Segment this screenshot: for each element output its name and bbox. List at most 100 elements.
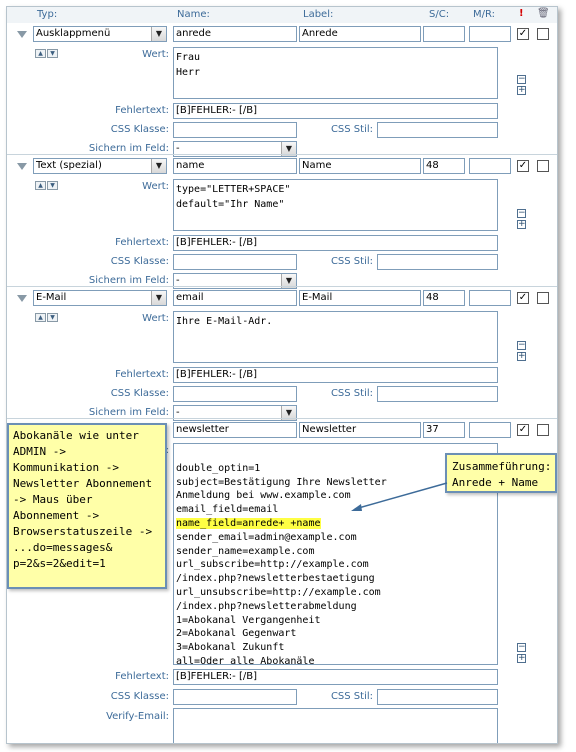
wert-line: Anmeldung bei www.example.com: [176, 490, 351, 502]
plus-icon[interactable]: +: [517, 351, 526, 361]
minus-icon[interactable]: −: [517, 208, 526, 218]
wert-textarea[interactable]: double_optin=1 subject=Bestätigung Ihre …: [173, 443, 498, 665]
css-stil-input[interactable]: [377, 386, 498, 402]
fehlertext-input[interactable]: [B]FEHLER:- [/B]: [173, 103, 498, 119]
wert-line: 3=Abokanal Zukunft: [176, 642, 285, 654]
wert-textarea[interactable]: Frau Herr: [173, 47, 498, 99]
css-stil-input[interactable]: [377, 689, 498, 705]
wert-label: Wert:: [142, 49, 169, 60]
trash-icon: 🗑: [537, 8, 550, 19]
wert-line: url_unsubscribe=http://example.com: [176, 586, 381, 598]
wert-line: subject=Bestätigung Ihre Newsletter: [176, 476, 387, 488]
name-input[interactable]: email: [173, 290, 297, 306]
divider: [7, 154, 557, 155]
sichern-select[interactable]: - ▼: [173, 141, 297, 157]
plus-icon[interactable]: +: [517, 653, 526, 663]
css-stil-label: CSS Stil:: [330, 256, 373, 267]
wert-textarea[interactable]: type="LETTER+SPACE" default="Ihr Name": [173, 179, 498, 231]
sc-input[interactable]: [423, 26, 465, 42]
wert-line: url_subscribe=http://example.com: [176, 559, 369, 571]
mr-input[interactable]: [469, 26, 511, 42]
css-klasse-label: CSS Klasse:: [110, 388, 169, 399]
verify-email-textarea[interactable]: [173, 708, 498, 743]
name-input[interactable]: anrede: [173, 26, 297, 42]
label-input[interactable]: Name: [299, 158, 421, 174]
fehlertext-input[interactable]: [B]FEHLER:- [/B]: [173, 235, 498, 251]
css-klasse-label: CSS Klasse:: [110, 691, 169, 702]
move-up-icon[interactable]: ▲: [35, 49, 46, 58]
minus-icon[interactable]: −: [517, 74, 526, 84]
sc-input[interactable]: 37: [423, 422, 465, 438]
fehlertext-input[interactable]: [B]FEHLER:- [/B]: [173, 367, 498, 383]
collapse-icon[interactable]: [17, 31, 27, 38]
fehlertext-input[interactable]: [B]FEHLER:- [/B]: [173, 669, 498, 685]
label-input[interactable]: Newsletter: [299, 422, 421, 438]
move-up-icon[interactable]: ▲: [35, 181, 46, 190]
mr-input[interactable]: [469, 422, 511, 438]
mr-input[interactable]: [469, 290, 511, 306]
delete-checkbox[interactable]: [537, 160, 549, 172]
sichern-select[interactable]: - ▼: [173, 273, 297, 289]
sichern-label: Sichern im Feld:: [88, 407, 169, 418]
sichern-select[interactable]: - ▼: [173, 405, 297, 421]
required-checkbox[interactable]: ✓: [517, 292, 529, 304]
collapse-icon[interactable]: [17, 295, 27, 302]
sichern-select-value: -: [176, 143, 180, 154]
fehlertext-label: Fehlertext:: [115, 105, 169, 116]
wert-label: Wert:: [142, 313, 169, 324]
css-stil-label: CSS Stil:: [330, 691, 373, 702]
css-klasse-input[interactable]: [173, 689, 297, 705]
move-down-icon[interactable]: ▼: [47, 181, 58, 190]
wert-line: /index.php?newsletterabmeldung: [176, 600, 357, 612]
move-down-icon[interactable]: ▼: [47, 313, 58, 322]
delete-checkbox[interactable]: [537, 28, 549, 40]
wert-textarea[interactable]: Ihre E-Mail-Adr.: [173, 311, 498, 363]
move-up-icon[interactable]: ▲: [35, 313, 46, 322]
divider: [7, 418, 557, 419]
wert-line: 1=Abokanal Vergangenheit: [176, 614, 321, 626]
delete-checkbox[interactable]: [537, 424, 549, 436]
type-select-value: E-Mail: [36, 292, 67, 303]
required-checkbox[interactable]: ✓: [517, 160, 529, 172]
wert-label: Wert:: [142, 181, 169, 192]
wert-line: sender_email=admin@example.com: [176, 531, 357, 543]
required-checkbox[interactable]: ✓: [517, 424, 529, 436]
minus-icon[interactable]: −: [517, 340, 526, 350]
required-checkbox[interactable]: ✓: [517, 28, 529, 40]
name-input[interactable]: newsletter: [173, 422, 297, 438]
css-stil-input[interactable]: [377, 254, 498, 270]
sichern-label: Sichern im Feld:: [88, 143, 169, 154]
delete-checkbox[interactable]: [537, 292, 549, 304]
sichern-label: Sichern im Feld:: [88, 275, 169, 286]
chevron-down-icon: ▼: [281, 142, 296, 156]
label-input[interactable]: Anrede: [299, 26, 421, 42]
label-input[interactable]: E-Mail: [299, 290, 421, 306]
css-klasse-input[interactable]: [173, 254, 297, 270]
css-klasse-input[interactable]: [173, 386, 297, 402]
wert-line: /index.php?newsletterbestaetigung: [176, 573, 375, 585]
sc-input[interactable]: 48: [423, 158, 465, 174]
type-select[interactable]: E-Mail ▼: [33, 290, 167, 306]
css-stil-label: CSS Stil:: [330, 124, 373, 135]
type-select[interactable]: Text (spezial) ▼: [33, 158, 167, 174]
wert-line: sender_name=example.com: [176, 545, 315, 557]
minus-icon[interactable]: −: [517, 642, 526, 652]
annotation-callout-right: Zusammeführung: Anrede + Name: [445, 453, 557, 493]
plus-icon[interactable]: +: [517, 219, 526, 229]
wert-line: email_field=email: [176, 504, 279, 516]
type-select-value: Text (spezial): [36, 160, 102, 171]
move-down-icon[interactable]: ▼: [47, 49, 58, 58]
name-input[interactable]: name: [173, 158, 297, 174]
sc-input[interactable]: 48: [423, 290, 465, 306]
chevron-down-icon: ▼: [151, 27, 166, 41]
css-klasse-input[interactable]: [173, 122, 297, 138]
plus-icon[interactable]: +: [517, 85, 526, 95]
mr-input[interactable]: [469, 158, 511, 174]
divider: [7, 286, 557, 287]
column-header: Typ: Name: Label: S/C: M/R: ! 🗑: [7, 7, 557, 23]
css-stil-input[interactable]: [377, 122, 498, 138]
annotation-callout-left: Abokanäle wie unter ADMIN -> Kommunikati…: [7, 423, 167, 589]
type-select[interactable]: Ausklappmenü ▼: [33, 26, 167, 42]
fehlertext-label: Fehlertext:: [115, 237, 169, 248]
collapse-icon[interactable]: [17, 163, 27, 170]
